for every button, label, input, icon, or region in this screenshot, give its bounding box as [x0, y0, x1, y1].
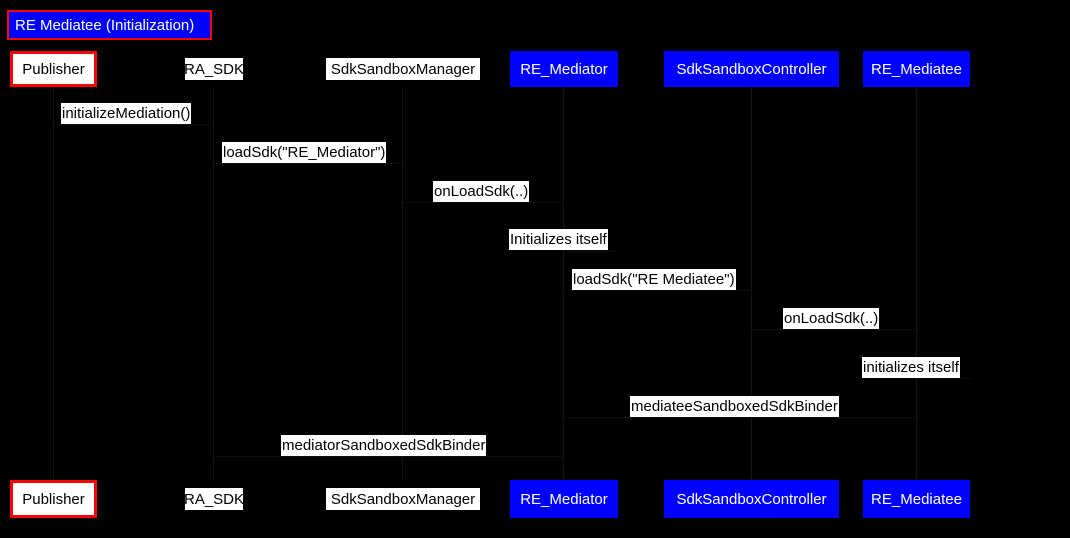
participant-top-re-mediatee[interactable]: RE_Mediatee [863, 51, 970, 87]
participant-top-publisher[interactable]: Publisher [10, 51, 97, 87]
participant-bottom-publisher[interactable]: Publisher [10, 480, 97, 518]
arrow-line-8 [563, 417, 916, 418]
message-label-8: mediateeSandboxedSdkBinder [630, 396, 839, 417]
lifeline-sdksandboxcontroller [751, 87, 752, 480]
participant-bottom-re-mediatee[interactable]: RE_Mediatee [863, 480, 970, 518]
arrow-line-6 [751, 329, 916, 330]
participant-label: Publisher [22, 60, 85, 78]
arrow-line-7 [916, 378, 971, 379]
participant-top-ra-sdk[interactable]: RA_SDK [183, 58, 245, 80]
participant-label: RE_Mediatee [871, 490, 962, 508]
participant-label: SdkSandboxController [676, 490, 827, 508]
diagram-title-box: RE Mediatee (Initialization) [7, 10, 212, 40]
participant-bottom-ra-sdk[interactable]: RA_SDK [183, 488, 245, 510]
participant-bottom-re-mediator[interactable]: RE_Mediator [510, 480, 618, 518]
arrow-line-5 [563, 290, 751, 291]
message-label-6: onLoadSdk(..) [783, 308, 880, 329]
participant-label: SdkSandboxManager [330, 60, 476, 78]
participant-bottom-sdksandboxcontroller[interactable]: SdkSandboxController [664, 480, 839, 518]
message-label-5: loadSdk("RE Mediatee") [572, 269, 736, 290]
arrow-line-2 [213, 163, 402, 164]
message-label-2: loadSdk("RE_Mediator") [222, 142, 387, 163]
participant-top-re-mediator[interactable]: RE_Mediator [510, 51, 618, 87]
lifeline-re-mediator [563, 87, 564, 480]
diagram-title-label: RE Mediatee (Initialization) [15, 16, 195, 34]
lifeline-ra-sdk [213, 87, 214, 480]
arrow-line-4 [563, 251, 618, 252]
participant-label: Publisher [22, 490, 85, 508]
participant-label: SdkSandboxController [676, 60, 827, 78]
participant-label: RE_Mediatee [871, 60, 962, 78]
participant-label: RA_SDK [183, 60, 245, 78]
arrow-line-9 [213, 456, 563, 457]
participant-top-sdksandboxcontroller[interactable]: SdkSandboxController [664, 51, 839, 87]
arrow-line-3 [402, 202, 563, 203]
message-label-9: mediatorSandboxedSdkBinder [281, 435, 487, 456]
participant-top-sdksandboxmanager[interactable]: SdkSandboxManager [326, 58, 480, 80]
arrow-line-1 [53, 124, 213, 125]
participant-label: SdkSandboxManager [330, 490, 476, 508]
participant-label: RA_SDK [183, 490, 245, 508]
message-label-7: initializes itself [862, 357, 960, 378]
participant-label: RE_Mediator [520, 490, 608, 508]
message-label-1: initializeMediation() [61, 103, 192, 124]
lifeline-re-mediatee [916, 87, 917, 480]
participant-label: RE_Mediator [520, 60, 608, 78]
message-label-3: onLoadSdk(..) [433, 181, 530, 202]
lifeline-sdksandboxmanager [402, 87, 403, 480]
lifeline-publisher [53, 87, 54, 480]
participant-bottom-sdksandboxmanager[interactable]: SdkSandboxManager [326, 488, 480, 510]
message-label-4: Initializes itself [509, 229, 608, 250]
